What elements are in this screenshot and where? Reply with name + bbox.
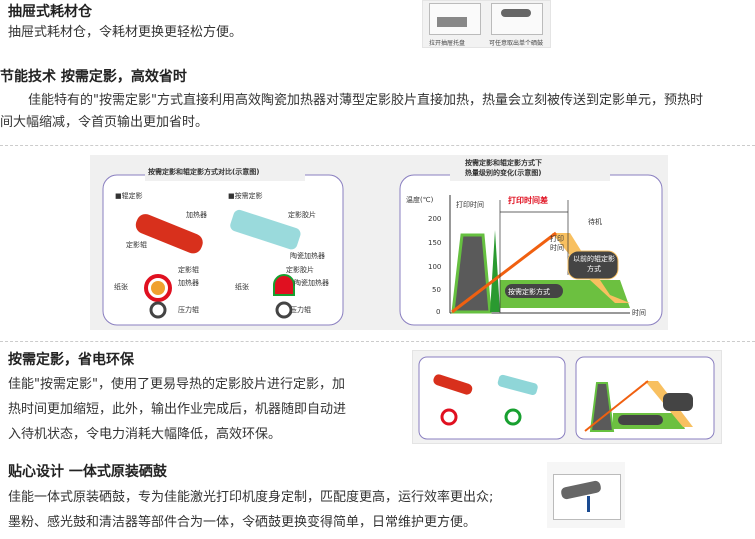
section4-line: 佳能一体式原装硒鼓，专为佳能激光打印机度身定制，匹配度更高，运行效率更出众; — [8, 490, 494, 505]
label-standby: 待机 — [588, 218, 602, 226]
section3-line: 热时间更加缩短，此外，输出作业完成后，机器随即自动进 — [8, 402, 347, 417]
label-print-time: 打印时间 — [456, 201, 484, 209]
y-tick-0: 0 — [436, 308, 441, 316]
label-heater-2: 加热器 — [178, 279, 199, 287]
fixing-diagram-thumbnail — [412, 350, 722, 444]
label-fixing-roller: 定影辊 — [126, 241, 147, 249]
section3-text: 佳能"按需定影"，使用了更易导热的定影胶片进行定影，加 热时间更加缩短，此外，输… — [8, 372, 346, 447]
label-paper-2: 纸张 — [235, 283, 249, 291]
y-tick-200: 200 — [428, 215, 442, 223]
label-pressure-roller-2: 压力辊 — [290, 306, 311, 314]
caption-remove-cartridge: 可任意取出单个硒鼓 — [489, 40, 544, 47]
section1-text: 抽屉式耗材仓，令耗材更换更轻松方便。 — [8, 25, 243, 40]
label-print-time-diff: 打印时间差 — [508, 196, 548, 205]
left-diagram-title: 按需定影和辊定影方式对比(示意图) — [148, 168, 260, 176]
label-fixing-film: 定影胶片 — [288, 211, 316, 219]
toner-cartridge-image — [547, 462, 625, 528]
section1-title: 抽屉式耗材仓 — [8, 4, 92, 20]
label-print-time-short: 打印时间 — [550, 235, 564, 252]
ondemand-heading: ■按需定影 — [228, 192, 263, 200]
roller-heading: ■辊定影 — [115, 192, 143, 200]
label-old-method: 以前的辊定影方式 — [573, 255, 615, 273]
y-tick-50: 50 — [432, 286, 441, 294]
label-fixing-roller-2: 定影辊 — [178, 266, 199, 274]
right-title-line1: 按需定影和辊定影方式下 — [465, 159, 542, 167]
label-ceramic-heater: 陶瓷加热器 — [290, 252, 325, 260]
label-new-method: 按需定影方式 — [508, 288, 550, 296]
section2-title: 节能技术 按需定影，高效省时 — [0, 69, 187, 85]
y-axis-label: 温度(℃) — [406, 196, 434, 204]
section3-title: 按需定影，省电环保 — [8, 352, 134, 368]
label-pressure-roller: 压力辊 — [178, 306, 199, 314]
section2-text-line1: 佳能特有的"按需定影"方式直接利用高效陶瓷加热器对薄型定影胶片直接加热，热量会立… — [28, 93, 703, 108]
section3-line: 入待机状态，令电力消耗大幅降低，高效环保。 — [8, 427, 282, 442]
y-tick-100: 100 — [428, 263, 442, 271]
divider — [0, 145, 755, 146]
section3-line: 佳能"按需定影"，使用了更易导热的定影胶片进行定影，加 — [8, 377, 345, 392]
section4-text: 佳能一体式原装硒鼓，专为佳能激光打印机度身定制，匹配度更高，运行效率更出众; 墨… — [8, 485, 493, 535]
label-paper: 纸张 — [114, 283, 128, 291]
x-axis-label: 时间 — [632, 309, 646, 317]
section2-text-line2: 间大幅缩减，令首页输出更加省时。 — [0, 115, 209, 130]
label-heater: 加热器 — [186, 211, 207, 219]
y-tick-150: 150 — [428, 239, 442, 247]
label-fixing-film-2: 定影胶片 — [286, 266, 314, 274]
label-ceramic-heater-2: 陶瓷加热器 — [294, 279, 329, 287]
divider — [0, 341, 755, 342]
caption-pull-tray: 拉开抽屉托盘 — [429, 40, 466, 47]
right-title-line2: 热量级别的变化(示意图) — [465, 169, 542, 177]
drawer-image: 拉开抽屉托盘 可任意取出单个硒鼓 — [422, 0, 551, 48]
fixing-diagram: 按需定影和辊定影方式对比(示意图) ■辊定影 ■按需定影 加热器 定影辊 定影胶… — [90, 155, 668, 330]
section4-line: 墨粉、感光鼓和清洁器等部件合为一体，令硒鼓更换变得简单，日常维护更方便。 — [8, 515, 477, 530]
section4-title: 贴心设计 一体式原装硒鼓 — [8, 464, 167, 480]
